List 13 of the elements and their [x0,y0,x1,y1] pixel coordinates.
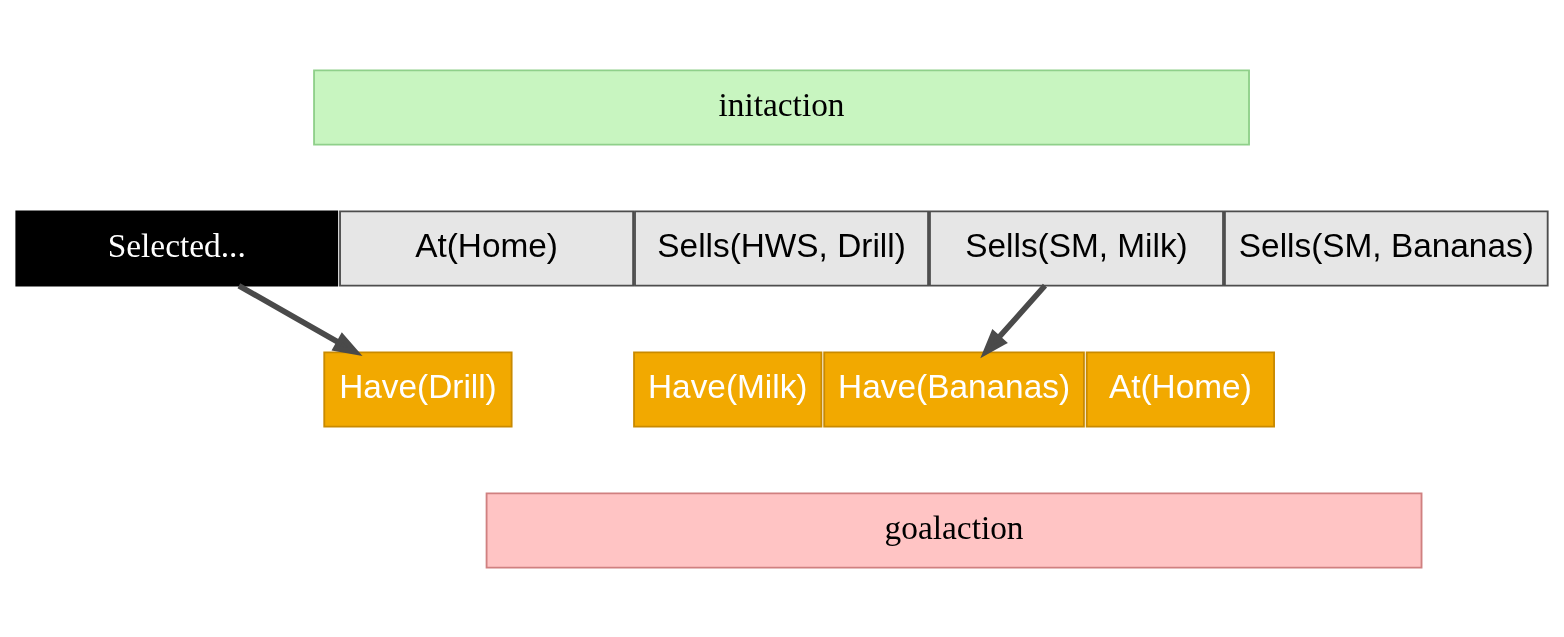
node-box: At(Home) [1085,350,1275,427]
node-box: Sells(HWS, Drill) [634,210,929,287]
node-box: Have(Milk) [633,350,823,427]
node-box: Sells(SM, Milk) [929,210,1224,287]
node-box: initaction [313,69,1250,146]
node-box: Have(Drill) [323,350,513,427]
node-box: At(Home) [339,210,635,287]
node-box: Sells(SM, Bananas) [1223,210,1549,287]
arrow [237,282,363,356]
node-box: goalaction [485,491,1423,568]
node-box: Have(Bananas) [823,350,1085,427]
node-box: Selected... [15,210,339,287]
arrow [980,283,1048,358]
